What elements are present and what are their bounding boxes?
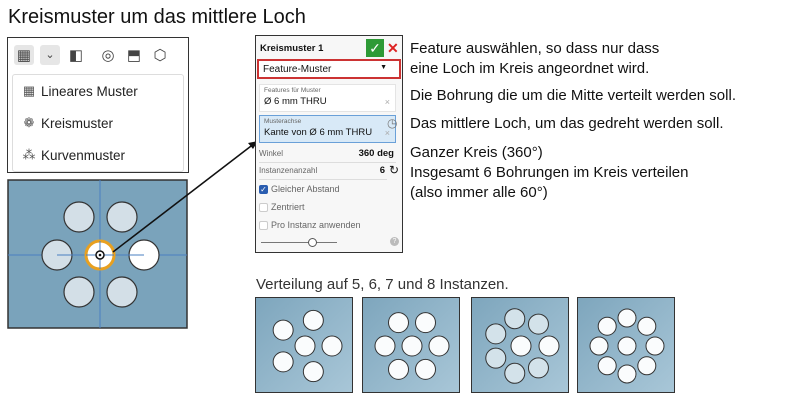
pattern-hole <box>589 336 609 356</box>
features-field[interactable]: Features für Muster Ø 6 mm THRU × <box>259 84 396 112</box>
menu-item-circular-pattern[interactable]: ❁Kreismuster <box>21 115 113 131</box>
pattern-hole <box>597 356 617 376</box>
dropdown-arrow-icon: ▼ <box>380 64 387 71</box>
boolean-icon[interactable]: ◎ <box>101 46 115 64</box>
pattern-thumbnail-8 <box>577 297 675 393</box>
per-instance-checkbox[interactable]: Pro Instanz anwenden <box>259 220 361 230</box>
slider-track[interactable] <box>261 242 337 243</box>
pattern-hole <box>485 347 507 369</box>
dropdown-chevron-icon[interactable]: ⌄ <box>40 44 60 65</box>
pattern-hole <box>538 335 560 357</box>
pattern-hole <box>388 312 409 334</box>
pattern-type-select[interactable]: Feature-Muster▼ <box>257 59 401 79</box>
mirror-icon[interactable]: ◧ <box>68 46 84 64</box>
note-six-holes: Insgesamt 6 Bohrungen im Kreis verteilen <box>410 164 689 181</box>
curve-pattern-icon: ⁂ <box>22 147 36 162</box>
pattern-hole <box>485 323 507 345</box>
pattern-hole <box>637 316 657 336</box>
pattern-hole <box>321 335 343 357</box>
page-title: Kreismuster um das mittlere Loch <box>8 6 306 28</box>
menu-item-linear-pattern[interactable]: ▦Lineares Muster <box>22 83 138 99</box>
note-full-circle: Ganzer Kreis (360°) <box>410 144 543 161</box>
equal-spacing-checkbox[interactable]: ✓Gleicher Abstand <box>259 184 340 194</box>
center-hole <box>617 336 637 356</box>
linear-pattern-icon: ▦ <box>22 83 36 98</box>
pattern-hole <box>637 356 657 376</box>
flip-direction-icon[interactable]: ↻ <box>389 163 400 177</box>
center-hole <box>510 335 532 357</box>
menu-item-curve-pattern[interactable]: ⁂Kurvenmuster <box>22 147 126 163</box>
pattern-thumbnail-5 <box>255 297 353 393</box>
pattern-thumbnail-6 <box>362 297 460 393</box>
hole[interactable] <box>63 201 95 233</box>
slider-handle[interactable] <box>308 238 317 247</box>
pattern-hole <box>415 312 436 334</box>
circular-pattern-icon: ❁ <box>23 115 35 130</box>
pattern-hole <box>428 335 450 357</box>
pattern-hole <box>527 357 549 379</box>
cancel-x-icon[interactable]: ✕ <box>387 40 399 56</box>
note-hole: Die Bohrung die um die Mitte verteilt we… <box>410 87 736 104</box>
callout-arrow <box>112 142 256 253</box>
clear-icon[interactable]: × <box>384 97 390 107</box>
hole[interactable] <box>106 276 138 308</box>
center-hole <box>294 335 316 357</box>
pattern-hole <box>504 308 526 330</box>
pattern-hole <box>617 308 637 328</box>
pattern-hole <box>302 361 324 383</box>
pattern-hole <box>645 336 665 356</box>
pattern-hole <box>617 364 637 384</box>
pattern-hole <box>302 309 324 331</box>
confirm-check-icon[interactable]: ✓ <box>366 39 384 57</box>
hole[interactable] <box>106 201 138 233</box>
note-center-hole: Das mittlere Loch, um das gedreht werden… <box>410 115 724 132</box>
pattern-hole <box>527 313 549 335</box>
clear-icon[interactable]: × <box>384 128 390 138</box>
pattern-hole <box>597 316 617 336</box>
clock-icon[interactable]: ◷ <box>387 116 398 130</box>
split-icon[interactable]: ⬒ <box>126 46 142 64</box>
centered-checkbox[interactable]: Zentriert <box>259 202 305 212</box>
pattern-hole <box>272 319 294 341</box>
pattern-icon[interactable]: ▦ <box>14 44 34 65</box>
distribution-caption: Verteilung auf 5, 6, 7 und 8 Instanzen. <box>256 276 509 293</box>
pattern-menu: ▦Lineares Muster ❁Kreismuster ⁂Kurvenmus… <box>12 74 184 172</box>
pattern-axis-field[interactable]: Musterachse Kante von Ø 6 mm THRU × <box>259 115 396 143</box>
pattern-hole <box>504 362 526 384</box>
transform-icon[interactable]: ⬡ <box>153 46 167 64</box>
circular-pattern-dialog: Kreismuster 1 ✓ ✕ Feature-Muster▼ Featur… <box>255 35 403 253</box>
pattern-thumbnail-7 <box>471 297 569 393</box>
center-hole <box>401 335 423 357</box>
pattern-hole <box>415 358 436 380</box>
feature-toolbar: ▦ ⌄ ◧ ◎ ⬒ ⬡ ▦Lineares Muster ❁Kreismuste… <box>7 37 189 173</box>
pattern-hole <box>388 358 409 380</box>
pattern-hole <box>272 351 294 373</box>
hole[interactable] <box>63 276 95 308</box>
dialog-title: Kreismuster 1 <box>260 43 324 54</box>
note-60-degrees: (also immer alle 60°) <box>410 184 548 201</box>
pattern-hole <box>374 335 396 357</box>
help-icon[interactable]: ? <box>390 237 399 246</box>
